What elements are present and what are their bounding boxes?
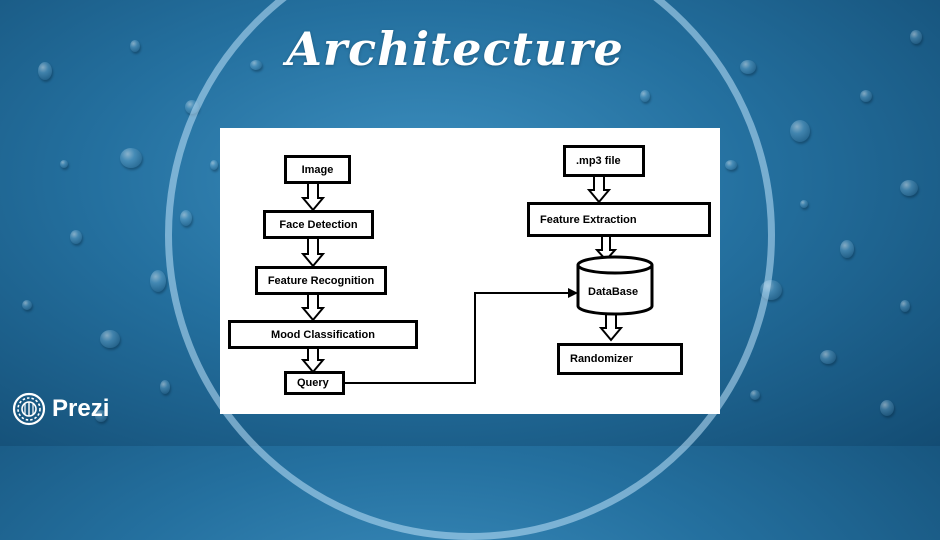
node-randomizer-label: Randomizer (570, 353, 633, 365)
node-query-label: Query (297, 377, 329, 389)
node-image-label: Image (301, 163, 334, 176)
node-database-label: DataBase (588, 286, 639, 298)
prezi-logo-text: Prezi (52, 395, 110, 422)
node-randomizer: Randomizer (557, 343, 683, 375)
arrow-image-to-face-detection (300, 182, 326, 212)
arrow-feature-extraction-to-database (594, 235, 618, 262)
node-feature-extraction: Feature Extraction (527, 202, 711, 237)
node-mp3-file-label: .mp3 file (576, 155, 621, 167)
node-face-detection: Face Detection (263, 210, 374, 239)
arrow-face-detection-to-feature-recognition (300, 237, 326, 268)
node-mp3-file: .mp3 file (563, 145, 645, 177)
prezi-logo-icon (12, 392, 46, 426)
arrowhead-query-to-database (568, 288, 578, 298)
arrow-feature-recognition-to-mood-classification (300, 293, 326, 322)
arrow-mp3-to-feature-extraction (586, 175, 612, 204)
node-feature-recognition-label: Feature Recognition (267, 274, 375, 287)
node-feature-extraction-label: Feature Extraction (540, 213, 637, 226)
diagram-connectors (300, 175, 654, 384)
architecture-diagram: Image Face Detection Feature Recognition… (220, 128, 720, 414)
slide-title: Architecture (286, 22, 624, 76)
arrow-mood-classification-to-query (300, 347, 326, 374)
node-mood-classification: Mood Classification (228, 320, 418, 349)
connector-query-to-database (345, 292, 568, 384)
prezi-branding: Prezi (12, 392, 109, 426)
node-mood-classification-label: Mood Classification (271, 328, 375, 341)
node-feature-recognition: Feature Recognition (255, 266, 387, 295)
node-image: Image (284, 155, 351, 184)
node-face-detection-label: Face Detection (279, 218, 358, 231)
database-cylinder (576, 255, 654, 316)
node-query: Query (284, 371, 345, 395)
